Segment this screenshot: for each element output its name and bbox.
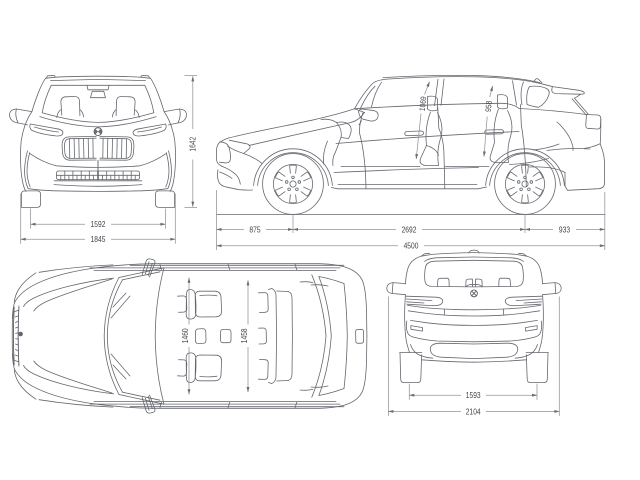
svg-text:4500: 4500: [404, 242, 419, 251]
svg-text:958: 958: [484, 100, 494, 112]
svg-text:1460: 1460: [181, 328, 190, 343]
svg-text:933: 933: [559, 225, 571, 234]
svg-text:2692: 2692: [402, 225, 417, 234]
svg-text:1845: 1845: [91, 235, 106, 244]
svg-text:1592: 1592: [91, 220, 106, 229]
svg-text:1593: 1593: [466, 391, 481, 400]
svg-text:875: 875: [249, 225, 261, 234]
svg-text:1458: 1458: [240, 328, 249, 343]
svg-text:1642: 1642: [189, 136, 198, 151]
svg-text:2104: 2104: [466, 407, 481, 416]
svg-text:1069: 1069: [418, 95, 429, 111]
